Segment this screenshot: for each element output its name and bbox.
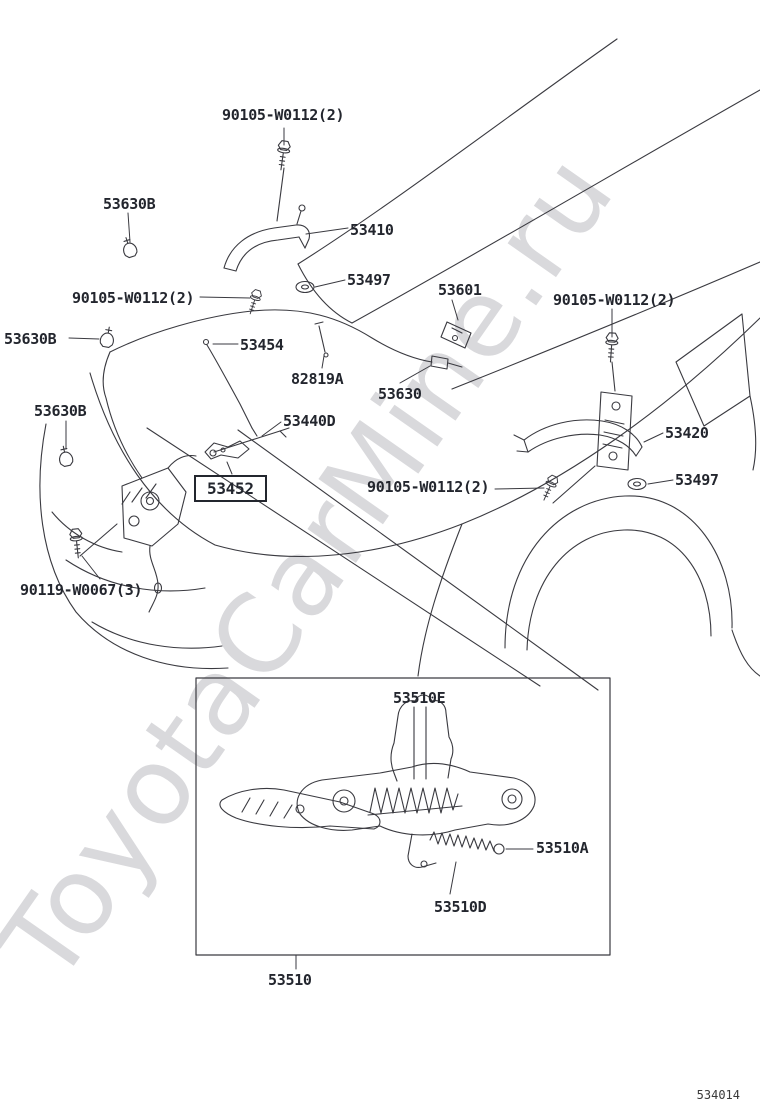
part-label-53454[interactable]: 53454 <box>240 336 284 354</box>
part-label-90105-w0112-right[interactable]: 90105-W0112(2) <box>553 291 676 309</box>
leader-lines <box>65 127 674 970</box>
part-label-90105-w0112-top[interactable]: 90105-W0112(2) <box>222 106 345 124</box>
car-outline <box>39 38 760 691</box>
diagram-code: 534014 <box>696 1088 740 1102</box>
part-label-90105-w0112-left[interactable]: 90105-W0112(2) <box>72 289 195 307</box>
detail-inset <box>195 677 611 956</box>
part-label-53440d[interactable]: 53440D <box>283 412 336 430</box>
part-label-53420[interactable]: 53420 <box>665 424 709 442</box>
grommet-icon <box>627 477 647 491</box>
part-label-53630[interactable]: 53630 <box>378 385 422 403</box>
part-drawings <box>56 139 647 613</box>
part-label-53510a[interactable]: 53510A <box>536 839 589 857</box>
part-label-53630b-3[interactable]: 53630B <box>34 402 87 420</box>
clip-icon <box>56 444 75 468</box>
bolt-icon <box>603 332 620 363</box>
part-label-82819a[interactable]: 82819A <box>291 370 344 388</box>
part-label-53497-right[interactable]: 53497 <box>675 471 719 489</box>
clip-icon <box>98 325 117 349</box>
part-label-53410[interactable]: 53410 <box>350 221 394 239</box>
part-label-90105-w0112-center[interactable]: 90105-W0112(2) <box>367 478 490 496</box>
part-label-53497-left[interactable]: 53497 <box>347 271 391 289</box>
clip-icon <box>119 235 139 260</box>
part-label-53630b-2[interactable]: 53630B <box>4 330 57 348</box>
part-label-53510e[interactable]: 53510E <box>393 689 446 707</box>
part-label-53510[interactable]: 53510 <box>268 971 312 989</box>
part-label-53510d[interactable]: 53510D <box>434 898 487 916</box>
part-label-90119-w0067[interactable]: 90119-W0067(3) <box>20 581 143 599</box>
part-label-53601[interactable]: 53601 <box>438 281 482 299</box>
part-label-53630b-1[interactable]: 53630B <box>103 195 156 213</box>
bolt-icon <box>274 139 292 172</box>
detail-inset-box <box>195 677 611 956</box>
part-label-53452-selected[interactable]: 53452 <box>194 475 267 502</box>
